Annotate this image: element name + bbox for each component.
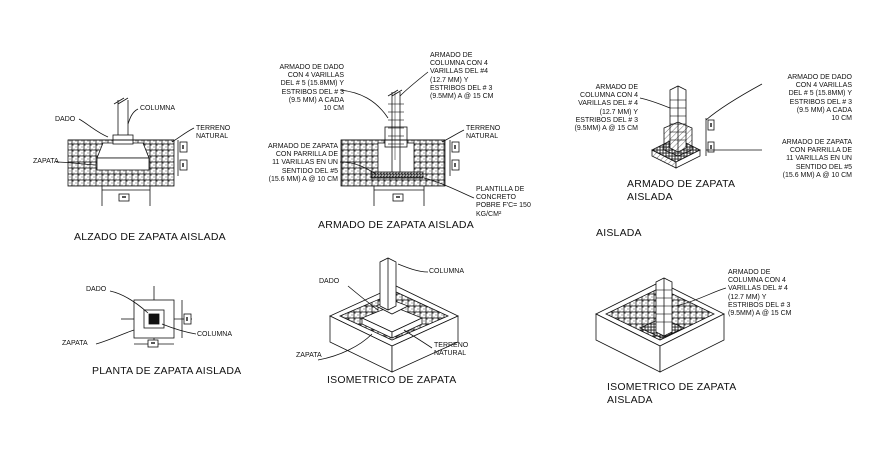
- label-planta-zapata: ZAPATA: [62, 340, 88, 347]
- armado-isometric: [639, 83, 763, 169]
- title-isometrico-armado: ISOMETRICO DE ZAPATA AISLADA: [607, 381, 737, 406]
- note-iso-zapata: ARMADO DE ZAPATA CON PARRILLA DE 11 VARI…: [781, 139, 852, 179]
- label-zapata: ZAPATA: [33, 158, 59, 165]
- label-iso-zapata: ZAPATA: [296, 352, 322, 359]
- title-armado-iso: ARMADO DE ZAPATA AISLADA: [627, 178, 736, 203]
- label-iso-terreno: TERRENO NATURAL: [434, 342, 469, 358]
- note-iso-dado: ARMADO DE DADO CON 4 VARILLAS DEL # 5 (1…: [787, 74, 852, 123]
- label-iso-columna: COLUMNA: [429, 268, 465, 275]
- title-alzado: ALZADO DE ZAPATA AISLADA: [74, 231, 226, 243]
- subtitle-aislada: AISLADA: [596, 227, 642, 239]
- title-armado: ARMADO DE ZAPATA AISLADA: [318, 219, 474, 231]
- label-planta-columna: COLUMNA: [197, 331, 233, 338]
- label-planta-dado: DADO: [86, 286, 107, 293]
- note-iso-columna: ARMADO DE COLUMNA CON 4 VARILLAS DEL # 4…: [574, 84, 638, 133]
- isometrico-zapata: [317, 257, 459, 373]
- note-iso-armado-columna: ARMADO DE COLUMNA CON 4 VARILLAS DEL # 4…: [728, 269, 792, 318]
- label-iso-dado: DADO: [319, 278, 340, 285]
- isometrico-armado: [595, 277, 727, 373]
- note-armado-zapata: ARMADO DE ZAPATA CON PARRILLA DE 11 VARI…: [267, 143, 338, 183]
- label-terreno-2: TERRENO NATURAL: [466, 125, 501, 141]
- planta-plan: [95, 286, 197, 348]
- alzado-elevation: [55, 97, 195, 206]
- label-dado: DADO: [55, 116, 76, 123]
- label-columna: COLUMNA: [140, 105, 176, 112]
- note-armado-dado: ARMADO DE DADO CON 4 VARILLAS DEL # 5 (1…: [279, 64, 344, 113]
- note-plantilla: PLANTILLA DE CONCRETO POBRE F'C= 150 KG/…: [476, 186, 531, 218]
- title-planta: PLANTA DE ZAPATA AISLADA: [92, 365, 242, 377]
- armado-section: [339, 71, 475, 206]
- note-armado-columna: ARMADO DE COLUMNA CON 4 VARILLAS DEL #4 …: [430, 52, 494, 101]
- title-isometrico: ISOMETRICO DE ZAPATA: [327, 374, 457, 386]
- label-terreno: TERRENO NATURAL: [196, 125, 231, 141]
